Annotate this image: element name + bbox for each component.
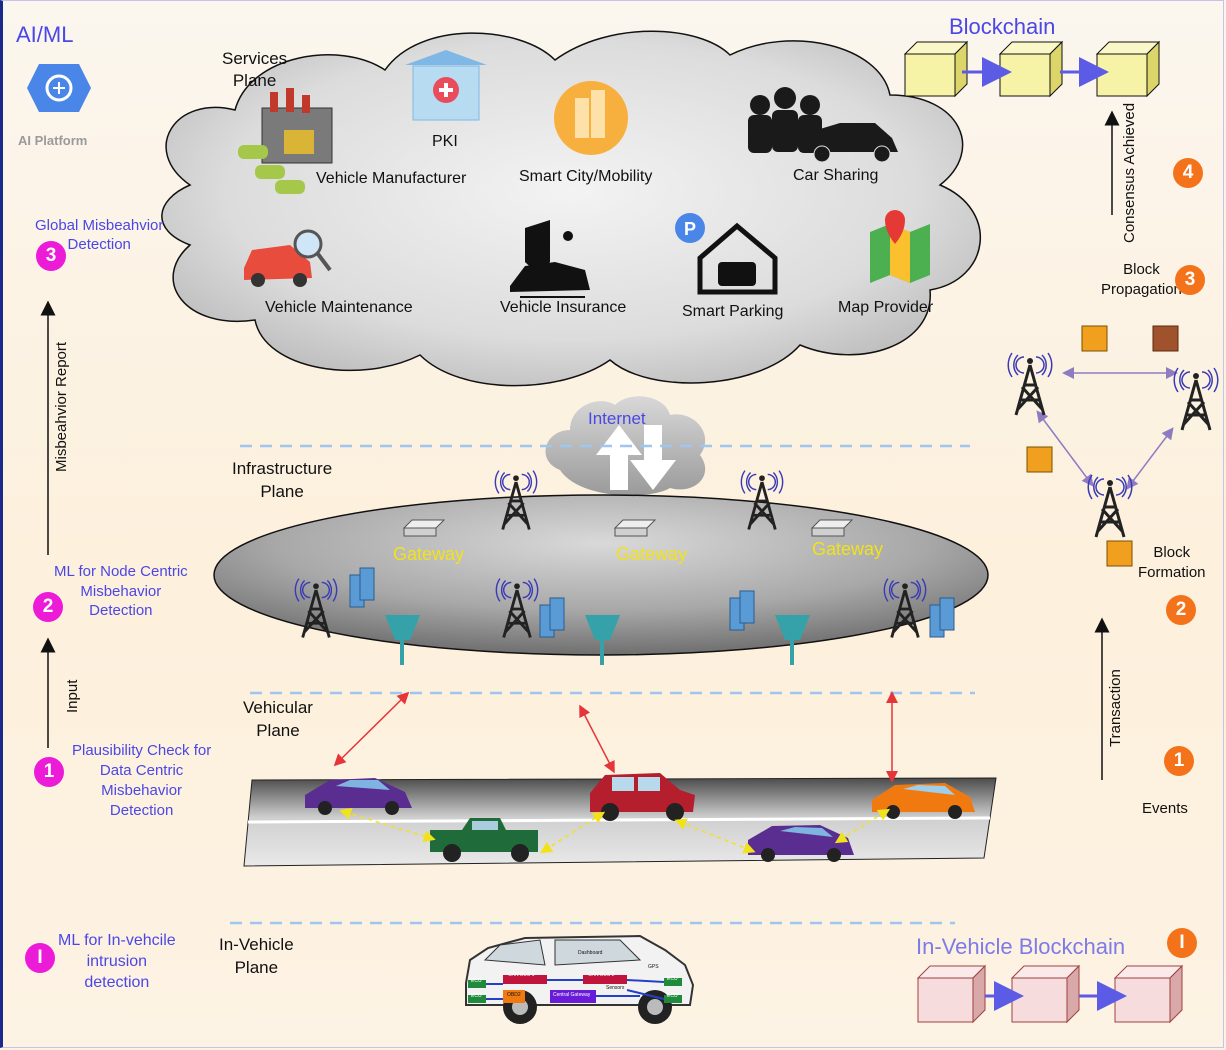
dish-antennas xyxy=(385,615,810,665)
blockchain-node-tower-icon xyxy=(1007,352,1053,416)
input-label: Input xyxy=(64,679,81,713)
global-misbehavior-label: Global Misbeahvior Detection xyxy=(35,217,164,253)
pki-building-icon xyxy=(405,50,487,121)
events-label: Events xyxy=(1142,800,1188,817)
service-pki-label: PKI xyxy=(432,133,458,150)
blockchain-block-icon xyxy=(1095,40,1161,98)
in-vehicle-blockchain-title: In-Vehicle Blockchain xyxy=(916,934,1126,959)
smart-city-icon xyxy=(554,81,628,155)
step-3-badge-left: 3 xyxy=(36,241,66,271)
download-arrow-icon xyxy=(630,425,676,490)
mined-blocks xyxy=(1026,325,1179,567)
step-4-badge-right: 4 xyxy=(1173,158,1203,188)
plausibility-check-label: Plausibility Check for Data Centric Misb… xyxy=(72,742,212,819)
ecu-label-4: ECU xyxy=(667,993,678,999)
vehicle-purple-1 xyxy=(305,778,412,815)
ecu-label-2: ECU xyxy=(471,993,482,999)
gps-label: GPS xyxy=(648,964,659,970)
step-2-badge-right: 2 xyxy=(1166,595,1196,625)
cell-tower-icon xyxy=(883,578,927,638)
in-vehicle-block-icon xyxy=(916,964,987,1024)
infrastructure-plane-title: Infrastructure Plane xyxy=(232,459,333,501)
cell-tower-icon xyxy=(494,470,538,530)
vehicle-orange xyxy=(872,783,975,819)
upload-arrow-icon xyxy=(596,425,642,490)
transaction-label: Transaction xyxy=(1107,669,1124,747)
in-vehicle-block-icon xyxy=(1010,964,1081,1024)
service-smart-parking-label: Smart Parking xyxy=(682,303,784,320)
sensors-label: Sensors xyxy=(606,985,625,991)
block-formation-label: Block Formation xyxy=(1138,544,1206,581)
blockchain-block-icon xyxy=(903,40,969,98)
central-gateway-label: Central Gateway xyxy=(553,992,591,998)
svg-text:P: P xyxy=(684,219,696,239)
vehicle-green-pickup xyxy=(430,818,538,862)
step-3-badge-right: 3 xyxy=(1175,265,1205,295)
cell-tower-icon xyxy=(294,578,338,638)
blockchain-node-tower-icon xyxy=(1087,474,1133,538)
ecu-label-3: ECU xyxy=(667,976,678,982)
blockchain-block-icon xyxy=(998,40,1064,98)
misbehavior-report-label: Misbeahvior Report xyxy=(53,341,70,472)
gateway-label-1: Gateway xyxy=(393,544,465,564)
service-vehicle-insurance-label: Vehicle Insurance xyxy=(500,299,627,316)
factory-icon xyxy=(238,88,333,194)
in-vehicle-car xyxy=(465,934,695,1024)
step-i-badge-left: I xyxy=(25,943,55,973)
step-1-badge-left: 1 xyxy=(34,757,64,787)
car-sharing-icon xyxy=(748,87,898,163)
blockchain-node-tower-icon xyxy=(1173,367,1219,431)
service-map-provider-label: Map Provider xyxy=(838,299,934,316)
ecu-label-1: ECU xyxy=(471,978,482,984)
car-maintenance-icon xyxy=(244,229,332,287)
v2v-links xyxy=(339,808,891,854)
parking-icon: P xyxy=(675,213,778,295)
vehicle-red xyxy=(590,773,695,821)
ai-platform-icon xyxy=(27,64,91,112)
v2i-links xyxy=(333,691,898,783)
insurance-icon xyxy=(510,220,590,298)
blockchain-chain xyxy=(903,40,1161,98)
cell-tower-icon xyxy=(740,470,784,530)
ai-platform-label: AI Platform xyxy=(18,133,88,148)
service-car-sharing-label: Car Sharing xyxy=(793,167,879,184)
in-vehicle-intrusion-label: ML for In-vehcile intrusion detection xyxy=(58,932,176,991)
map-icon xyxy=(870,210,930,283)
step-1-badge-right: 1 xyxy=(1164,746,1194,776)
block-propagation-label: Block Propagation xyxy=(1101,261,1182,298)
gateway-label-2: Gateway xyxy=(616,544,688,564)
vehicular-plane-title: Vehicular Plane xyxy=(243,698,313,740)
in-vehicle-blockchain-chain xyxy=(916,964,1184,1024)
obd2-label: OBD2 xyxy=(507,992,521,998)
block-propagation-links xyxy=(1036,367,1178,490)
ai-ml-title: AI/ML xyxy=(16,22,74,47)
dashboard-label: Dashboard xyxy=(578,950,603,956)
cell-tower-icon xyxy=(495,578,539,638)
gateway-label-3: Gateway xyxy=(812,539,884,559)
blockchain-title: Blockchain xyxy=(949,14,1056,39)
in-vehicle-block-icon xyxy=(1113,964,1184,1024)
step-i-badge-right: I xyxy=(1167,928,1197,958)
gateway-devices xyxy=(402,519,854,537)
vehicle-purple-2 xyxy=(748,825,854,862)
service-vehicle-maintenance-label: Vehicle Maintenance xyxy=(265,299,413,316)
consensus-achieved-label: Consensus Achieved xyxy=(1121,102,1138,243)
service-vehicle-manufacturer-label: Vehicle Manufacturer xyxy=(316,170,467,187)
cell-towers xyxy=(294,470,927,638)
can-bus-2-label: CAN BUS 2 xyxy=(588,972,615,978)
can-bus-1-label: CAN BUS 1 xyxy=(508,972,535,978)
node-centric-label: ML for Node Centric Misbehavior Detectio… xyxy=(54,563,188,619)
servers xyxy=(349,567,955,638)
service-smart-city-label: Smart City/Mobility xyxy=(519,168,653,185)
step-2-badge-left: 2 xyxy=(33,592,63,622)
services-plane-title: Services Plane xyxy=(222,49,288,91)
in-vehicle-plane-title: In-Vehicle Plane xyxy=(219,935,294,977)
internet-label: Internet xyxy=(588,409,646,428)
